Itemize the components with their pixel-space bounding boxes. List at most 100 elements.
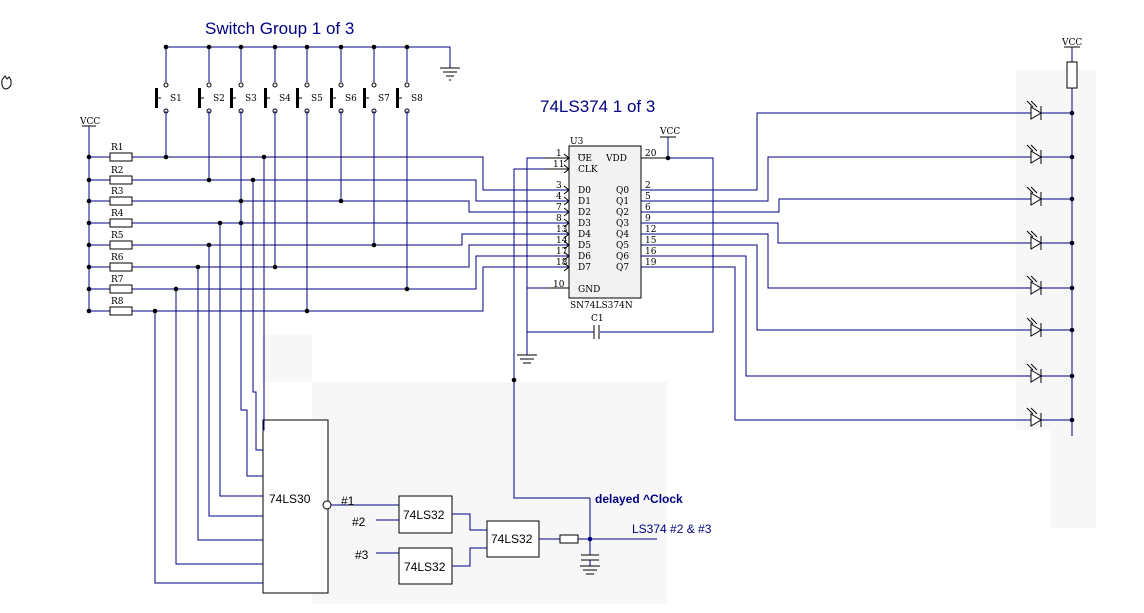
input-line bbox=[132, 218, 570, 228]
pin-vdd-number: 20 bbox=[645, 149, 657, 159]
chip-output-pin-number: 9 bbox=[645, 214, 651, 224]
switch-s5: S5 bbox=[296, 44, 323, 114]
switch-drop bbox=[404, 111, 410, 292]
or-gate-b: 74LS32 bbox=[398, 547, 453, 585]
led-d8 bbox=[641, 266, 1075, 427]
switch-drop bbox=[304, 111, 310, 314]
chip-input-pin-number: 18 bbox=[556, 258, 568, 268]
chip-output-pin-number: 6 bbox=[645, 203, 651, 213]
led-d7 bbox=[641, 255, 1075, 383]
hand-cursor-icon bbox=[1, 75, 12, 90]
chip-input-pin-number: 4 bbox=[556, 192, 562, 202]
switch-label: S4 bbox=[279, 94, 291, 104]
resistor-label: R3 bbox=[111, 187, 124, 197]
resistor-r5: R5 bbox=[86, 231, 133, 250]
chip-input-pin-name: D5 bbox=[578, 241, 591, 251]
chip-input-pin-number: 8 bbox=[556, 214, 562, 224]
switch-s4: S4 bbox=[264, 44, 291, 114]
chip-clk-label: CLK bbox=[578, 165, 598, 175]
resistor-label: R8 bbox=[111, 297, 124, 307]
switch-s3: S3 bbox=[230, 44, 257, 114]
switch-label: S6 bbox=[345, 94, 357, 104]
resistor-label: R7 bbox=[111, 275, 124, 285]
net-1-label: #1 bbox=[341, 494, 355, 508]
resistor-r1: R1 bbox=[86, 143, 133, 162]
chip-input-pin-number: 13 bbox=[556, 225, 568, 235]
chip-output-pin-number: 19 bbox=[645, 258, 657, 268]
resistor-r7: R7 bbox=[86, 275, 133, 294]
switch-label: S3 bbox=[245, 94, 257, 104]
switch-s2: S2 bbox=[198, 44, 225, 114]
or-gate-c: 74LS32 bbox=[486, 520, 540, 558]
vcc-left-label: VCC bbox=[79, 117, 100, 127]
nand-input-line bbox=[261, 154, 267, 431]
or-c-label: 74LS32 bbox=[491, 532, 533, 546]
pin-oe-number: 1 bbox=[556, 149, 562, 159]
background-panel bbox=[1050, 430, 1096, 528]
switch-drop bbox=[206, 111, 212, 183]
chip-input-pin-number: 14 bbox=[556, 236, 568, 246]
nand-input-line bbox=[152, 308, 263, 584]
switch-drop bbox=[163, 111, 169, 160]
vcc-left-rail: VCC bbox=[79, 117, 100, 311]
switch-label: S2 bbox=[213, 94, 225, 104]
led-d5 bbox=[641, 233, 1075, 295]
background-panel bbox=[262, 335, 312, 382]
capacitor-c1: C1 bbox=[527, 314, 604, 339]
chip-input-pin-name: D2 bbox=[578, 208, 591, 218]
switch-label: S1 bbox=[170, 94, 182, 104]
chip-input-pin-name: D0 bbox=[578, 186, 591, 196]
led-d3 bbox=[641, 186, 1075, 213]
chip-output-pin-name: Q1 bbox=[616, 197, 629, 207]
ground-bus bbox=[166, 46, 460, 81]
chip-input-pin-name: D1 bbox=[578, 197, 591, 207]
switch-drop bbox=[272, 111, 278, 270]
or-gate-a: 74LS32 bbox=[398, 495, 453, 534]
nand-input-line bbox=[250, 177, 263, 451]
chip-input-pin-name: D4 bbox=[578, 230, 591, 240]
chip-output-pin-name: Q3 bbox=[616, 219, 629, 229]
nand-input-line bbox=[195, 264, 263, 541]
or-b-label: 74LS32 bbox=[404, 560, 446, 574]
switch-drop bbox=[371, 111, 377, 248]
chip-output-pin-name: Q7 bbox=[616, 263, 629, 273]
nand-label: 74LS30 bbox=[269, 492, 311, 506]
chip-output-pin-name: Q4 bbox=[616, 230, 629, 240]
background-panel bbox=[312, 382, 667, 604]
chip-oe-label: OE bbox=[578, 154, 592, 164]
pin-gnd-number: 10 bbox=[553, 280, 565, 290]
latch-chip-74ls374: U3 SN74LS374N OE CLK VDD GND 1 11 20 10 … bbox=[546, 137, 668, 311]
switch-group-title: Switch Group 1 of 3 bbox=[205, 19, 354, 38]
led-d4 bbox=[641, 222, 1075, 250]
led-d1 bbox=[641, 100, 1075, 191]
resistor-label: R4 bbox=[111, 209, 124, 219]
chip-vdd-label: VDD bbox=[605, 154, 627, 164]
resistor-r3: R3 bbox=[86, 187, 133, 206]
chip-gnd-label: GND bbox=[578, 285, 600, 295]
chip-input-pin-name: D3 bbox=[578, 219, 591, 229]
switch-label: S5 bbox=[311, 94, 323, 104]
chip-input-pin-number: 7 bbox=[556, 203, 562, 213]
net-2-label: #2 bbox=[352, 515, 366, 529]
input-line bbox=[132, 156, 570, 195]
resistor-label: R1 bbox=[111, 143, 124, 153]
switch-label: S7 bbox=[378, 94, 390, 104]
pin-clk-number: 11 bbox=[553, 160, 564, 170]
clock-wiring bbox=[511, 157, 590, 499]
latch-title: 74LS374 1 of 3 bbox=[540, 97, 655, 116]
chip-output-pin-number: 5 bbox=[645, 192, 651, 202]
chip-output-pin-name: Q2 bbox=[616, 208, 629, 218]
capacitor-label: C1 bbox=[591, 314, 604, 324]
chip-input-pin-name: D7 bbox=[578, 263, 591, 273]
input-line bbox=[132, 229, 570, 246]
vcc-right: VCC bbox=[1061, 38, 1082, 436]
resistor-r2: R2 bbox=[86, 166, 133, 185]
chip-output-pin-name: Q6 bbox=[616, 252, 629, 262]
nand-input-line bbox=[173, 286, 263, 565]
chip-output-pin-number: 16 bbox=[645, 247, 657, 257]
or-a-label: 74LS32 bbox=[403, 508, 445, 522]
chip-output-pin-number: 12 bbox=[645, 225, 656, 235]
chip-output-pin-name: Q0 bbox=[616, 186, 629, 196]
nand-input-line bbox=[217, 220, 263, 497]
